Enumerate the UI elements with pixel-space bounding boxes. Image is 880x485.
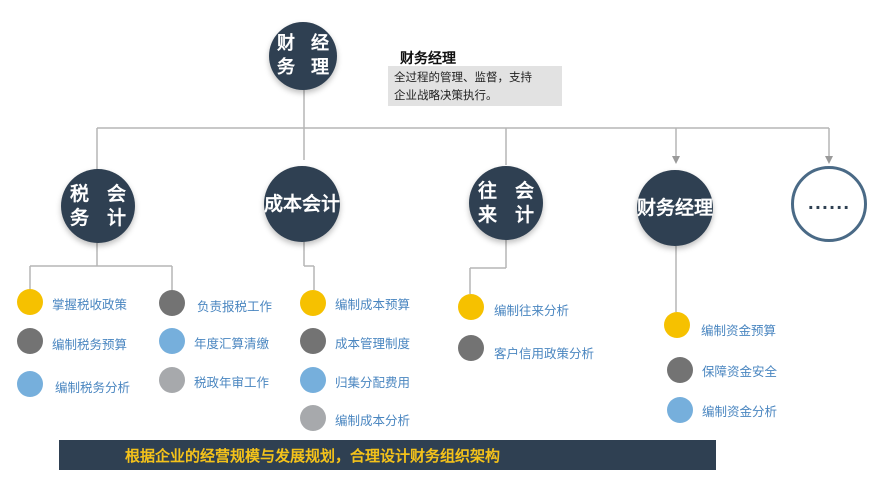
node-label-line2: 会计 bbox=[106, 183, 126, 229]
task-label: 编制税务分析 bbox=[55, 380, 131, 395]
task-dot-dark-gray bbox=[667, 357, 693, 383]
callout-description: 全过程的管理、监督，支持 企业战略决策执行。 bbox=[388, 66, 562, 106]
more-label: ...... bbox=[807, 194, 851, 213]
task-dot-light-gray bbox=[159, 367, 185, 393]
node-label-line2: 经理 bbox=[675, 197, 714, 219]
task-label: 税政年审工作 bbox=[194, 375, 270, 390]
task-label: 保障资金安全 bbox=[702, 364, 778, 379]
task-dot-blue bbox=[17, 371, 43, 397]
task-label: 成本管理制度 bbox=[335, 336, 411, 351]
task-dot-blue bbox=[300, 367, 326, 393]
task-label: 年度汇算清缴 bbox=[194, 336, 270, 351]
node-label-line1: 成本 bbox=[264, 193, 303, 215]
task-dot-dark-gray bbox=[159, 290, 185, 316]
task-label: 编制资金预算 bbox=[701, 323, 777, 338]
node-label-line1: 税务 bbox=[69, 183, 89, 229]
node-label-line1: 财务 bbox=[277, 33, 295, 78]
finance-manager-dept-node[interactable]: 财务 经理 bbox=[637, 170, 713, 246]
task-dot-yellow bbox=[17, 289, 43, 315]
task-dot-blue bbox=[667, 397, 693, 423]
callout-line1: 全过程的管理、监督，支持 bbox=[394, 70, 532, 84]
node-label-line2: 会计 bbox=[514, 180, 534, 226]
task-dot-dark-gray bbox=[300, 328, 326, 354]
banner-text: 根据企业的经营规模与发展规划，合理设计财务组织架构 bbox=[125, 446, 501, 465]
task-label: 负责报税工作 bbox=[197, 299, 273, 314]
task-label: 编制税务预算 bbox=[52, 337, 128, 352]
cost-accountant-node[interactable]: 成本 会计 bbox=[264, 166, 340, 242]
task-label: 编制成本预算 bbox=[335, 297, 411, 312]
node-label-line2: 经理 bbox=[311, 33, 329, 78]
task-label: 编制往来分析 bbox=[494, 303, 570, 318]
more-node[interactable]: ...... bbox=[791, 166, 867, 242]
bottom-banner: 根据企业的经营规模与发展规划，合理设计财务组织架构 bbox=[59, 440, 716, 470]
task-label: 编制资金分析 bbox=[702, 404, 778, 419]
task-dot-blue bbox=[159, 328, 185, 354]
tax-accountant-node[interactable]: 税务 会计 bbox=[61, 169, 135, 243]
task-dot-yellow bbox=[664, 312, 690, 338]
accounts-accountant-node[interactable]: 往来 会计 bbox=[469, 166, 543, 240]
task-dot-yellow bbox=[458, 294, 484, 320]
task-label: 客户信用政策分析 bbox=[494, 346, 595, 361]
task-label: 掌握税收政策 bbox=[52, 297, 128, 312]
callout-title: 财务经理 bbox=[400, 51, 456, 67]
node-label-line1: 往来 bbox=[477, 180, 497, 226]
callout-line2: 企业战略决策执行。 bbox=[394, 88, 498, 102]
task-dot-light-gray bbox=[300, 405, 326, 431]
task-dot-dark-gray bbox=[458, 335, 484, 361]
task-label: 编制成本分析 bbox=[335, 413, 411, 428]
node-label-line1: 财务 bbox=[637, 197, 676, 219]
task-dot-yellow bbox=[300, 290, 326, 316]
node-label-line2: 会计 bbox=[302, 193, 341, 215]
finance-manager-node[interactable]: 财务 经理 bbox=[269, 22, 337, 90]
task-dot-dark-gray bbox=[17, 328, 43, 354]
task-label: 归集分配费用 bbox=[335, 375, 411, 390]
